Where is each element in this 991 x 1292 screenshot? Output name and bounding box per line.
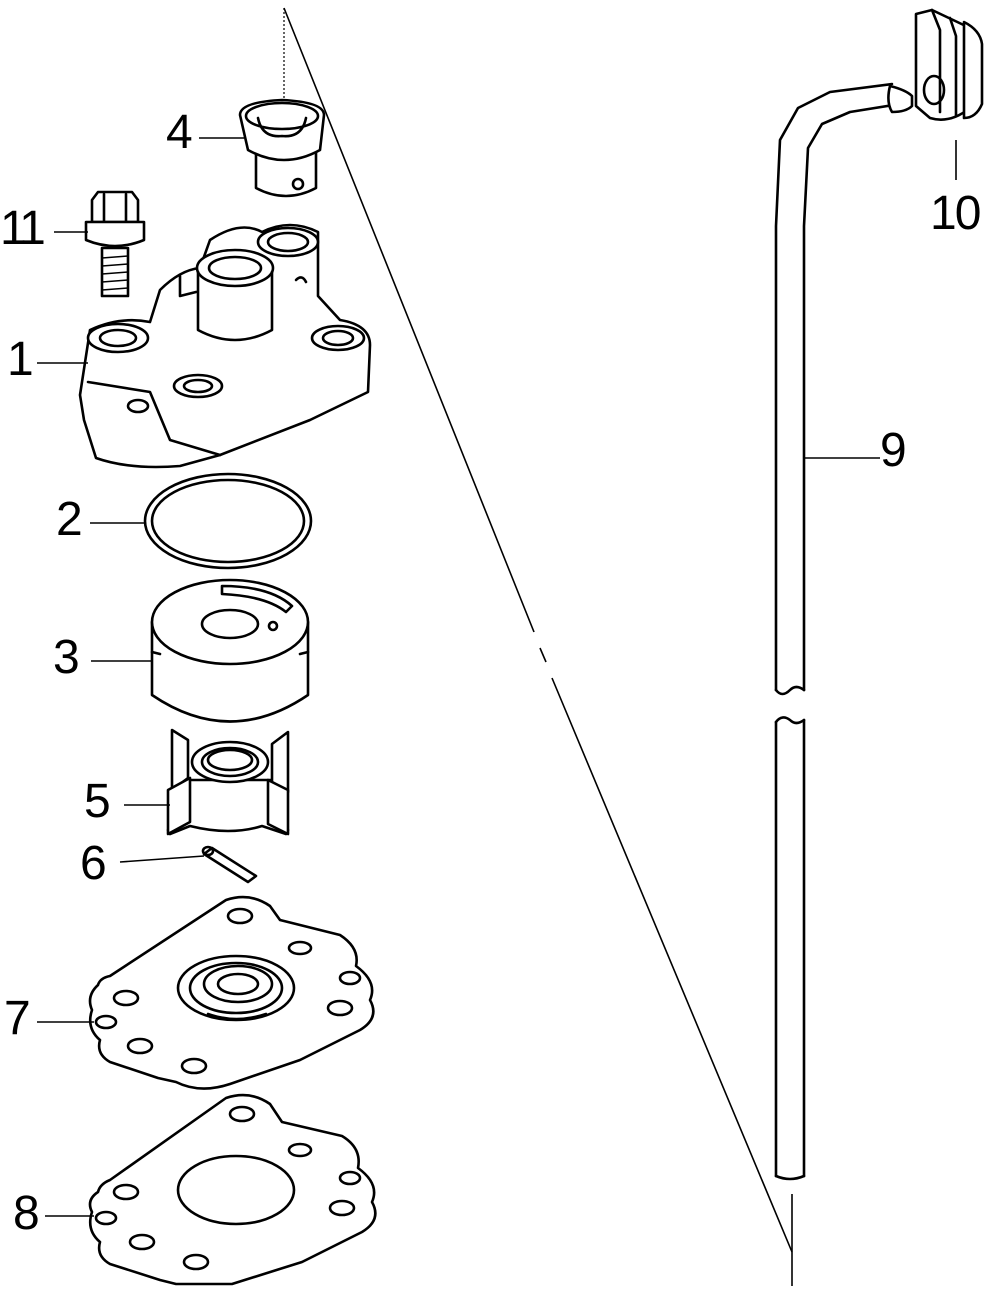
part-3-impeller-housing[interactable] — [150, 578, 310, 723]
callout-6: 6 — [80, 837, 107, 890]
part-6-pin[interactable] — [201, 845, 258, 884]
part-9-water-tube[interactable] — [774, 82, 914, 1286]
part-7-wear-plate[interactable] — [88, 895, 375, 1090]
leader-6 — [119, 855, 205, 863]
part-8-gasket[interactable] — [88, 1093, 377, 1286]
part-10-grommet[interactable] — [914, 8, 984, 121]
callout-3: 3 — [53, 631, 80, 684]
part-5-impeller[interactable] — [166, 728, 290, 836]
part-2-o-ring[interactable] — [143, 472, 313, 570]
part-11-bolt[interactable] — [84, 190, 146, 298]
leader-lines — [37, 137, 957, 1217]
callout-2: 2 — [56, 493, 83, 546]
callout-11: 11 — [0, 202, 44, 255]
callout-7: 7 — [4, 992, 31, 1045]
part-4-fitting[interactable] — [238, 98, 326, 198]
callout-1: 1 — [7, 333, 34, 386]
part-1-pump-housing[interactable] — [78, 223, 372, 469]
callout-8: 8 — [13, 1187, 40, 1240]
callout-labels: 4 11 1 2 3 5 6 7 8 9 10 — [0, 106, 982, 1240]
callout-9: 9 — [880, 424, 907, 477]
callout-4: 4 — [166, 106, 193, 159]
callout-10: 10 — [930, 187, 980, 240]
assembly-centerline — [283, 7, 793, 1253]
callout-5: 5 — [84, 775, 111, 828]
